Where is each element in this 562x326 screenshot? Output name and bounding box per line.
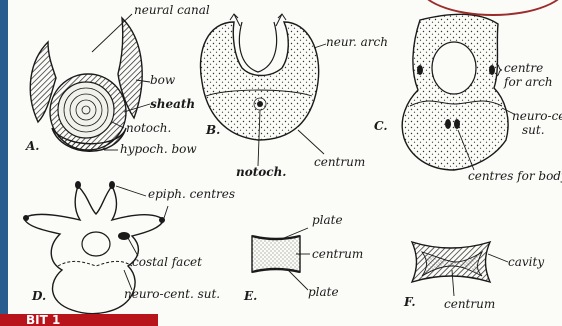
panel-d-neural-canal bbox=[82, 232, 110, 256]
panel-b: neur. arch notoch. centrum B. bbox=[200, 14, 387, 179]
label-centre: centre bbox=[504, 61, 543, 75]
label-hypoch-bow: hypoch. bow bbox=[120, 142, 197, 156]
caption-tag: BIT 1 bbox=[0, 314, 158, 326]
panel-b-letter: B. bbox=[205, 123, 220, 137]
label-cavity: cavity bbox=[508, 255, 544, 269]
label-costal-facet: costal facet bbox=[132, 255, 202, 269]
label-for-arch: for arch bbox=[503, 75, 553, 89]
label-neuro-cent-sut: neuro-cent. sut. bbox=[124, 287, 220, 301]
label-centres-for-body: centres for body bbox=[468, 169, 562, 183]
label-epiph-centres: epiph. centres bbox=[148, 187, 235, 201]
panel-a: neural canal bow sheath notoch. hypoch. … bbox=[25, 3, 210, 156]
panel-e-letter: E. bbox=[243, 289, 257, 303]
panel-a-letter: A. bbox=[25, 139, 40, 153]
vertebra-diagram: neural canal bow sheath notoch. hypoch. … bbox=[8, 0, 562, 326]
panel-e: plate centrum plate E. bbox=[243, 213, 363, 303]
panel-e-centrum bbox=[252, 236, 300, 272]
label-centrum-b: centrum bbox=[314, 155, 365, 169]
label-plate-bottom: plate bbox=[308, 285, 339, 299]
panel-c-letter: C. bbox=[374, 119, 388, 133]
panel-b-neural-canal bbox=[239, 22, 276, 72]
panel-f-letter: F. bbox=[403, 295, 416, 309]
label-plate-top: plate bbox=[312, 213, 343, 227]
label-centrum-f: centrum bbox=[444, 297, 495, 311]
label-sut: sut. bbox=[522, 123, 545, 137]
panel-c: centre for arch neuro-cent sut. centres … bbox=[374, 14, 562, 183]
label-notoch-a: notoch. bbox=[126, 121, 171, 135]
label-neural-canal: neural canal bbox=[134, 3, 210, 17]
panel-d-letter: D. bbox=[31, 289, 46, 303]
panel-d: epiph. centres costal facet neuro-cent. … bbox=[23, 181, 235, 314]
label-notoch-b: notoch. bbox=[236, 165, 286, 179]
panel-a-notochord bbox=[58, 82, 114, 138]
panel-c-neural-canal bbox=[432, 42, 476, 94]
label-bow: bow bbox=[150, 73, 176, 87]
label-neur-arch: neur. arch bbox=[326, 35, 388, 49]
diagram-paper: neural canal bow sheath notoch. hypoch. … bbox=[8, 0, 562, 326]
label-centrum-e: centrum bbox=[312, 247, 363, 261]
label-neuro-cent: neuro-cent bbox=[512, 109, 562, 123]
panel-f: cavity centrum F. bbox=[403, 242, 544, 311]
label-sheath: sheath bbox=[150, 97, 195, 111]
